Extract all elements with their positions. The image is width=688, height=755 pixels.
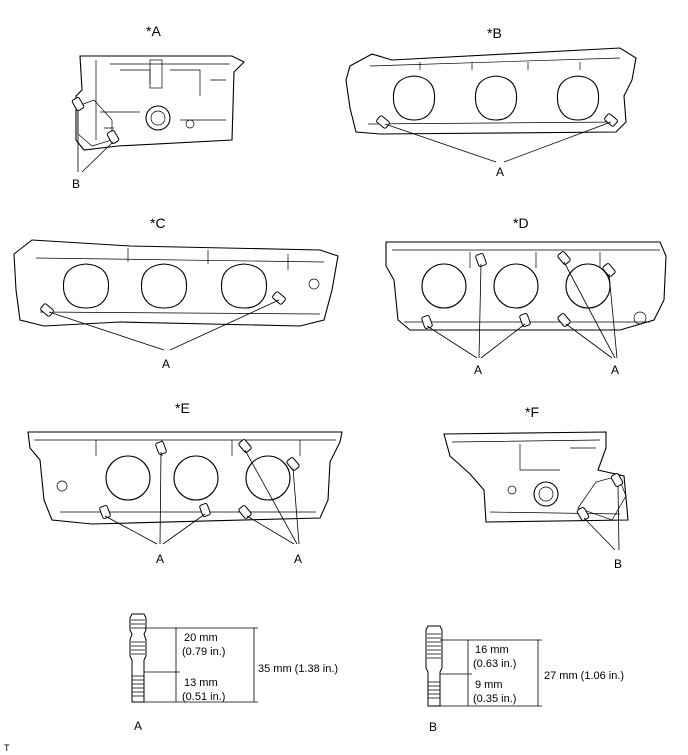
callout-d-2: A — [611, 363, 619, 377]
callout-b-1: A — [496, 165, 504, 179]
leader-b — [384, 121, 612, 163]
callout-c-1: A — [162, 357, 170, 371]
leader-f — [583, 485, 620, 551]
view-c: *C A — [13, 215, 339, 371]
stud-a3-d — [519, 313, 531, 327]
stud-a3-e — [199, 503, 211, 517]
stud-b-total: 27 mm (1.06 in.) — [544, 670, 624, 682]
engine-body-f — [443, 431, 629, 523]
stud-a-dimension-lines — [144, 627, 258, 703]
stud-b1-f — [610, 473, 624, 487]
port-d1 — [421, 263, 467, 309]
stud-b-lower-alt: (0.35 in.) — [473, 693, 516, 705]
bracket-a — [149, 59, 163, 89]
view-d: *D A A — [385, 215, 667, 377]
stud-a4-e — [238, 439, 252, 453]
callout-e-2: A — [294, 552, 302, 566]
port-d2 — [493, 263, 539, 309]
engine-body-a — [75, 55, 245, 151]
port-e1 — [105, 455, 151, 501]
view-c-title: *C — [150, 215, 166, 231]
leader-c — [48, 299, 280, 351]
stud-a-lower-value: 13 mm — [184, 677, 218, 689]
port-e2 — [173, 455, 219, 501]
stud-a4-d — [557, 251, 571, 265]
leader-d2 — [563, 261, 618, 359]
leader-d1 — [426, 263, 526, 359]
stud-b2-a — [106, 130, 120, 144]
port-c1 — [62, 263, 110, 309]
callout-e-1: A — [156, 552, 164, 566]
view-a: *A B — [71, 23, 245, 191]
stud-a-lower-alt: (0.51 in.) — [182, 691, 225, 703]
mount-boss-f — [577, 475, 627, 521]
port-e3 — [245, 455, 291, 501]
stud-a2-e — [99, 505, 111, 519]
stud-a-label: A — [134, 719, 142, 733]
view-f-title: *F — [525, 404, 539, 420]
stud-a1-d — [475, 253, 487, 267]
oil-port-a — [145, 105, 171, 131]
stud-b-dimension-lines — [440, 639, 542, 707]
stud-a1-b — [376, 115, 390, 129]
view-a-title: *A — [146, 23, 161, 39]
stud-a5-e — [286, 457, 300, 471]
stud-a1-e — [155, 441, 167, 455]
port-b2 — [474, 75, 518, 121]
view-b-title: *B — [487, 25, 502, 41]
port-b3 — [556, 75, 600, 121]
stud-a6-d — [557, 313, 571, 327]
port-c2 — [140, 263, 188, 309]
stud-b-upper-value: 16 mm — [475, 644, 509, 656]
stud-a-upper-alt: (0.79 in.) — [182, 646, 225, 658]
leader-a — [77, 110, 114, 173]
stud-b-detail: 16 mm (0.63 in.) 9 mm (0.35 in.) 27 mm (… — [425, 625, 624, 734]
leader-e1 — [104, 451, 206, 545]
port-c3 — [220, 263, 268, 309]
stud-a1-c — [40, 303, 54, 317]
view-b: *B A — [345, 25, 637, 179]
view-d-title: *D — [513, 215, 529, 231]
port-b1 — [392, 75, 436, 121]
stud-b-upper-alt: (0.63 in.) — [473, 658, 516, 670]
stud-a-upper-value: 20 mm — [184, 632, 218, 644]
port-d3 — [565, 263, 611, 309]
stud-a6-e — [238, 505, 252, 519]
callout-f-1: B — [614, 557, 622, 571]
stud-b1-a — [71, 97, 85, 111]
oil-port-f — [533, 481, 559, 507]
stud-b-label: B — [429, 720, 437, 734]
stud-a-detail: 20 mm (0.79 in.) 13 mm (0.51 in.) 35 mm … — [129, 613, 338, 733]
stud-b2-f — [576, 507, 590, 521]
callout-d-1: A — [474, 363, 482, 377]
stud-a5-d — [602, 263, 616, 277]
stud-b-lower-value: 9 mm — [475, 679, 503, 691]
view-e: *E A A — [27, 400, 343, 566]
footer-mark: T — [4, 743, 10, 753]
stud-a-drawing — [129, 613, 147, 703]
view-f: *F B — [443, 404, 629, 571]
callout-a-1: B — [72, 177, 80, 191]
stud-a-total: 35 mm (1.38 in.) — [258, 663, 338, 675]
view-e-title: *E — [175, 400, 190, 416]
leader-e2 — [244, 449, 300, 545]
